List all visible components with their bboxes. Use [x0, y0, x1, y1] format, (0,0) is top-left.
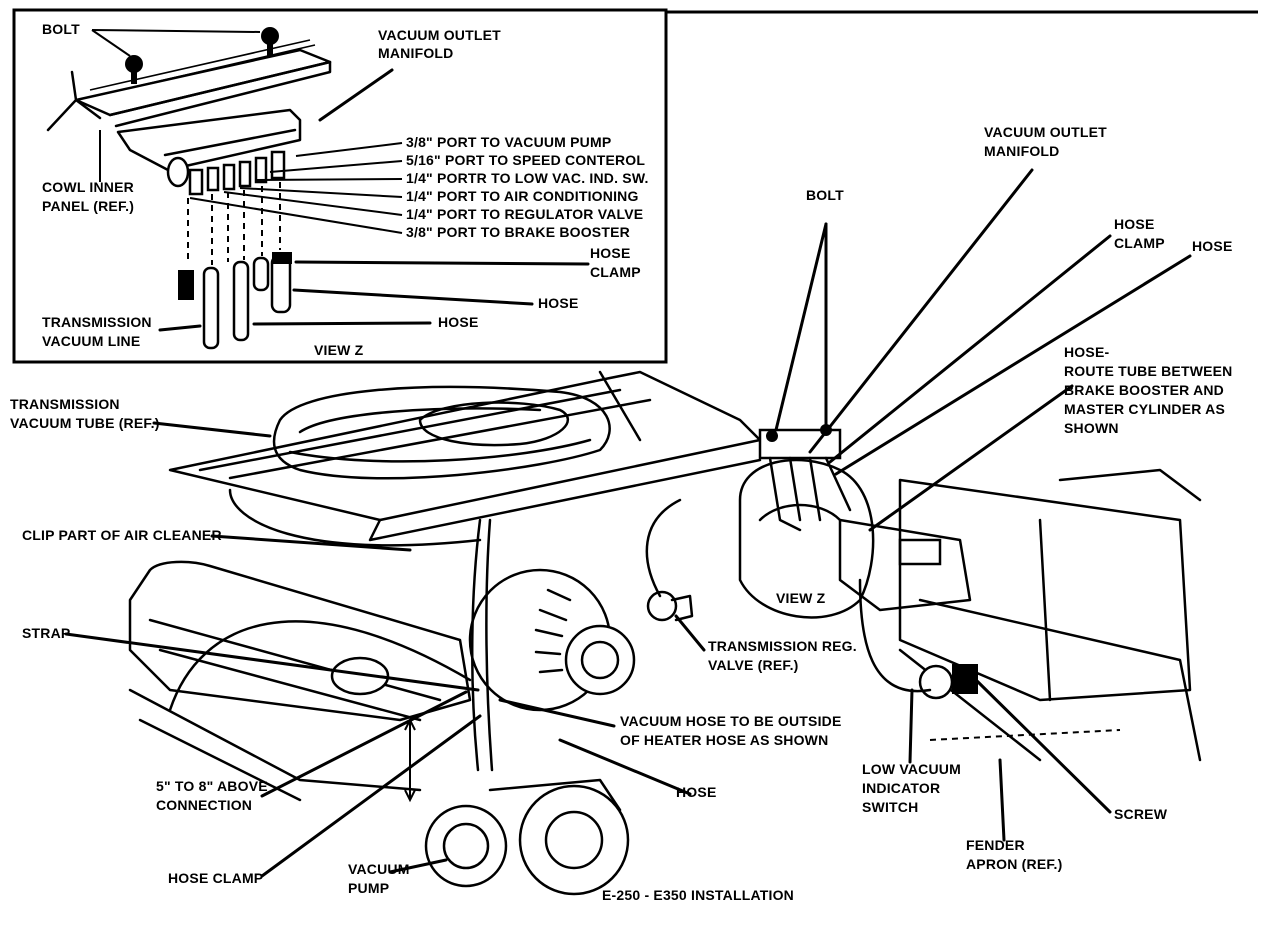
main-labels: TRANSMISSION VACUUM TUBE (REF.) CLIP PAR… [10, 124, 1233, 903]
inset-hose-label-1: HOSE [538, 295, 578, 311]
inset-view-label: VIEW Z [314, 342, 364, 358]
trans-reg-valve-label-1: TRANSMISSION REG. [708, 638, 857, 654]
main-bolt-label: BOLT [806, 187, 844, 203]
engine-drawing [128, 370, 1202, 896]
cowl-label-2: PANEL (REF.) [42, 198, 134, 214]
vacuum-hose-outside-label-1: VACUUM HOSE TO BE OUTSIDE [620, 713, 842, 729]
main-leaders [64, 168, 1192, 878]
inset-labels: BOLT VACUUM OUTLET MANIFOLD 3/8" PORT TO… [42, 21, 649, 358]
strap-label: STRAP [22, 625, 70, 641]
low-vac-switch-label-2: INDICATOR [862, 780, 940, 796]
screw-label: SCREW [1114, 806, 1168, 822]
inset-hose-clamp-label-1: HOSE [590, 245, 630, 261]
vacuum-pump-label-1: VACUUM [348, 861, 410, 877]
hose-route-label-3: BRAKE BOOSTER AND [1064, 382, 1224, 398]
cowl-label-1: COWL INNER [42, 179, 134, 195]
inset-hose-label-2: HOSE [438, 314, 478, 330]
port-label-2: 5/16" PORT TO SPEED CONTEROL [406, 152, 645, 168]
port-label-5: 1/4" PORT TO REGULATOR VALVE [406, 206, 643, 222]
port-label-3: 1/4" PORTR TO LOW VAC. IND. SW. [406, 170, 649, 186]
hose-lower-label: HOSE [676, 784, 716, 800]
trans-vac-tube-label-2: VACUUM TUBE (REF.) [10, 415, 160, 431]
low-vac-switch-label-1: LOW VACUUM [862, 761, 961, 777]
hose-clamp-right-label-1: HOSE [1114, 216, 1154, 232]
trans-vac-line-label-2: VACUUM LINE [42, 333, 140, 349]
above-connection-label-2: CONNECTION [156, 797, 252, 813]
view-z-label: VIEW Z [776, 590, 826, 606]
inset-leaders [91, 29, 590, 332]
hose-clamp-label: HOSE CLAMP [168, 870, 263, 886]
port-label-4: 1/4" PORT TO AIR CONDITIONING [406, 188, 639, 204]
installation-label: E-250 - E350 INSTALLATION [602, 887, 794, 903]
inset-bolt-label: BOLT [42, 21, 80, 37]
hose-right-label: HOSE [1192, 238, 1232, 254]
fender-apron-label-1: FENDER [966, 837, 1025, 853]
fender-apron-label-2: APRON (REF.) [966, 856, 1063, 872]
hose-route-label-4: MASTER CYLINDER AS [1064, 401, 1225, 417]
inset-frame [12, 8, 1258, 364]
inset-manifold-drawing [46, 27, 332, 350]
port-label-1: 3/8" PORT TO VACUUM PUMP [406, 134, 611, 150]
trans-vac-tube-label-1: TRANSMISSION [10, 396, 120, 412]
low-vac-switch-label-3: SWITCH [862, 799, 918, 815]
hose-route-label-5: SHOWN [1064, 420, 1119, 436]
inset-manifold-label-1: VACUUM OUTLET [378, 27, 501, 43]
main-manifold-label-2: MANIFOLD [984, 143, 1059, 159]
main-manifold-label-1: VACUUM OUTLET [984, 124, 1107, 140]
hose-route-label-2: ROUTE TUBE BETWEEN [1064, 363, 1233, 379]
clip-air-cleaner-label: CLIP PART OF AIR CLEANER [22, 527, 222, 543]
port-label-6: 3/8" PORT TO BRAKE BOOSTER [406, 224, 630, 240]
trans-reg-valve-label-2: VALVE (REF.) [708, 657, 799, 673]
vacuum-hose-outside-label-2: OF HEATER HOSE AS SHOWN [620, 732, 828, 748]
inset-manifold-label-2: MANIFOLD [378, 45, 453, 61]
trans-vac-line-label-1: TRANSMISSION [42, 314, 152, 330]
hose-clamp-right-label-2: CLAMP [1114, 235, 1165, 251]
hose-route-label-1: HOSE- [1064, 344, 1109, 360]
above-connection-label-1: 5" TO 8" ABOVE [156, 778, 268, 794]
inset-hose-clamp-label-2: CLAMP [590, 264, 641, 280]
vacuum-pump-label-2: PUMP [348, 880, 389, 896]
